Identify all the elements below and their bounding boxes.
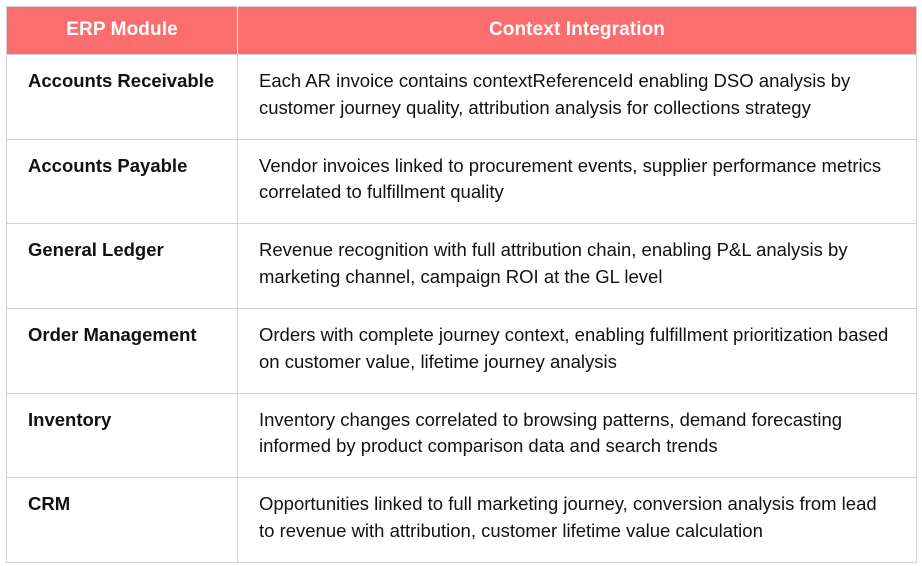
table-body: Accounts Receivable Each AR invoice cont…	[6, 54, 917, 563]
erp-context-integration-table: ERP Module Context Integration Accounts …	[6, 6, 917, 563]
column-header-erp-module: ERP Module	[6, 6, 238, 55]
cell-context-integration: Inventory changes correlated to browsing…	[237, 392, 917, 478]
table-row: Accounts Receivable Each AR invoice cont…	[6, 54, 917, 140]
cell-module-name: Accounts Receivable	[6, 54, 238, 140]
cell-context-integration: Revenue recognition with full attributio…	[237, 223, 917, 309]
table-row: Order Management Orders with complete jo…	[6, 307, 917, 393]
cell-context-integration: Opportunities linked to full marketing j…	[237, 477, 917, 563]
cell-context-integration: Vendor invoices linked to procurement ev…	[237, 138, 917, 224]
cell-module-name: Inventory	[6, 392, 238, 478]
cell-module-name: Accounts Payable	[6, 138, 238, 224]
table-row: Accounts Payable Vendor invoices linked …	[6, 138, 917, 224]
cell-context-integration: Each AR invoice contains contextReferenc…	[237, 54, 917, 140]
table-row: CRM Opportunities linked to full marketi…	[6, 477, 917, 563]
column-header-context-integration: Context Integration	[237, 6, 917, 55]
cell-context-integration: Orders with complete journey context, en…	[237, 307, 917, 393]
table-header: ERP Module Context Integration	[6, 6, 917, 55]
cell-module-name: General Ledger	[6, 223, 238, 309]
table-header-row: ERP Module Context Integration	[6, 6, 917, 55]
table-row: General Ledger Revenue recognition with …	[6, 223, 917, 309]
table-row: Inventory Inventory changes correlated t…	[6, 392, 917, 478]
cell-module-name: Order Management	[6, 307, 238, 393]
cell-module-name: CRM	[6, 477, 238, 563]
